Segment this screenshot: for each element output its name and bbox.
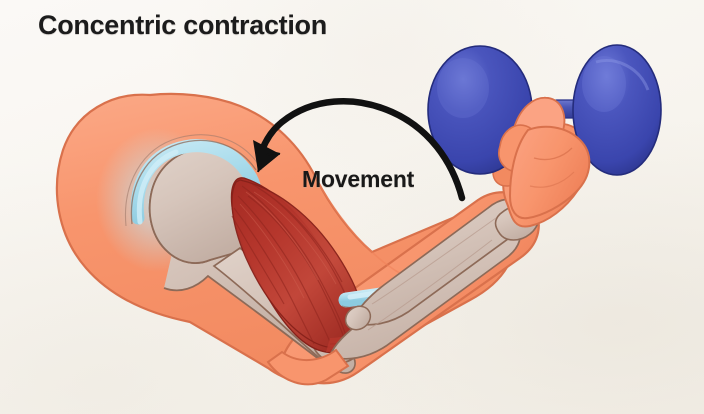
shoulder-capsule-outline-1 — [130, 139, 257, 225]
movement-arrow-head-fill — [257, 152, 281, 173]
elbow-skin-tip — [266, 348, 350, 386]
muscle-striations — [231, 183, 359, 345]
hand-crease-upper — [533, 147, 573, 161]
movement-arrow-group — [253, 97, 466, 202]
hand-crease-lower — [529, 171, 575, 188]
shoulder-tendon-highlight — [136, 149, 179, 225]
hand-front-mass — [508, 125, 591, 220]
movement-annotation-label: Movement — [302, 166, 415, 192]
dumbbell-group — [427, 44, 662, 220]
elbow-skin-point — [266, 348, 350, 386]
radius-inner-line — [371, 217, 497, 305]
radius-head — [344, 305, 372, 331]
plate-right-rim-light — [595, 59, 650, 91]
muscle-highlight-striations — [239, 191, 337, 299]
plate-left-specular — [437, 58, 489, 118]
ulna-inner-line — [367, 239, 493, 331]
movement-arrow-shaft — [258, 97, 466, 202]
dumbbell-plate-right — [572, 44, 662, 176]
plate-right-specular — [582, 56, 626, 112]
shoulder-capsule-outline-2 — [124, 134, 263, 227]
page-title: Concentric contraction — [38, 10, 327, 40]
